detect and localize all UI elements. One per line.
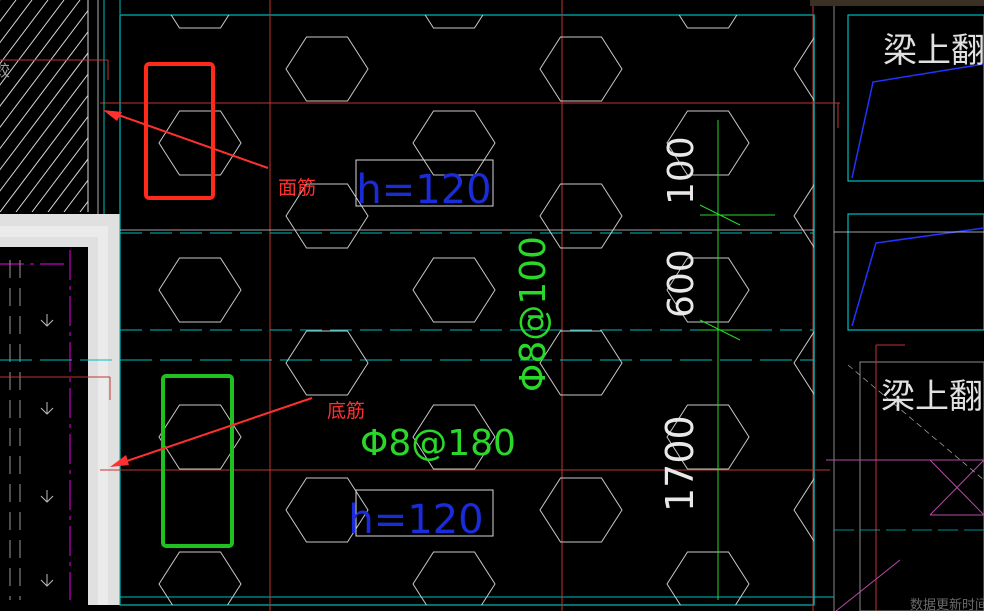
bottom-rebar-leader (110, 397, 313, 467)
hexagon (158, 551, 242, 605)
slab-thickness-boxes: h=120 h=120 (348, 159, 494, 543)
hatch-line (128, 0, 288, 212)
hexagon (793, 183, 814, 249)
hexagon (285, 477, 369, 543)
beam-curb-panels (810, 0, 984, 611)
hatched-wall-top-left (0, 0, 352, 212)
curb-slope-top (851, 63, 984, 179)
hexagon (158, 257, 242, 323)
rebar-horizontal-label: Φ8@180 (360, 423, 516, 464)
hatch-line (0, 0, 49, 65)
hexagon (539, 330, 623, 396)
magenta-x2 (929, 459, 984, 516)
top-rebar-highlight-box[interactable] (144, 62, 215, 200)
wall-outline (0, 214, 120, 605)
slab-thickness-label-top: h=120 (356, 167, 491, 213)
dimension-100: 100 (661, 136, 702, 205)
slab-grid-lines (0, 0, 840, 611)
hexagon (666, 551, 750, 605)
top-rebar-label: 面筋 (278, 177, 316, 199)
hexagon (793, 36, 814, 102)
hexagon (170, 15, 230, 29)
hatch-line (0, 73, 88, 192)
hexagon (678, 15, 738, 29)
hexagon (158, 404, 242, 470)
hexagon (666, 110, 750, 176)
hatch-line (0, 94, 88, 212)
hatch-line (0, 0, 65, 86)
beam-curb-label-bottom: 梁上翻墩 (881, 377, 984, 417)
arrow-head (40, 579, 54, 587)
hexagon (666, 257, 750, 323)
hexagon (666, 404, 750, 470)
top-rebar-leader (103, 110, 269, 169)
hex-group (158, 15, 814, 605)
hatch-line (0, 52, 88, 171)
hexagon (158, 110, 242, 176)
arrow-head (40, 495, 54, 503)
hatch-lines (0, 0, 352, 212)
curb-slope-middle (851, 227, 984, 327)
hexagon (285, 36, 369, 102)
dimension-600: 600 (661, 249, 702, 318)
hexagon-fill-pattern (158, 15, 814, 605)
hatch-line (192, 0, 352, 212)
hexagon (285, 330, 369, 396)
curb-panel-bottom (859, 361, 984, 611)
magenta-diag (835, 559, 901, 611)
bottom-rebar-highlight-box[interactable] (161, 374, 234, 548)
hexagon (285, 183, 369, 249)
hexagon (424, 15, 484, 29)
rebar-vertical-label: Φ8@100 (513, 236, 554, 392)
hatch-line (15, 115, 88, 212)
hatch-line (112, 0, 272, 212)
wall-interior (0, 247, 88, 607)
hatch-line (0, 0, 81, 107)
hatch-line (0, 0, 33, 44)
hatch-line (0, 30, 88, 150)
curb-panel-top (847, 14, 984, 182)
hatch-line (0, 9, 88, 129)
top-strip (810, 0, 984, 6)
slab-thickness-box-top (355, 159, 494, 207)
dimension-line (699, 120, 775, 600)
arrow-head (40, 407, 54, 415)
hexagon (412, 257, 496, 323)
hexagon (793, 477, 814, 543)
hatch-line (47, 158, 88, 212)
left-wall-section (0, 214, 120, 607)
hexagon (412, 110, 496, 176)
hatch-line (31, 136, 88, 212)
beam-curb-label-top: 梁上翻墩 (883, 31, 984, 71)
hexagon (539, 183, 623, 249)
slab-thickness-box-bottom (355, 489, 494, 537)
partial-label-left: 跤 (0, 61, 10, 80)
status-text: 数据更新时间 (910, 597, 984, 611)
arrow-head (40, 319, 54, 327)
dimension-1700: 1700 (658, 415, 702, 512)
hexagon (412, 551, 496, 605)
bottom-rebar-label: 底筋 (327, 400, 365, 422)
hexagon (793, 330, 814, 396)
slab-thickness-label-bottom: h=120 (348, 497, 483, 543)
hexagon (539, 36, 623, 102)
hexagon (539, 477, 623, 543)
hexagon (412, 404, 496, 470)
curb-panel-middle (847, 213, 984, 331)
